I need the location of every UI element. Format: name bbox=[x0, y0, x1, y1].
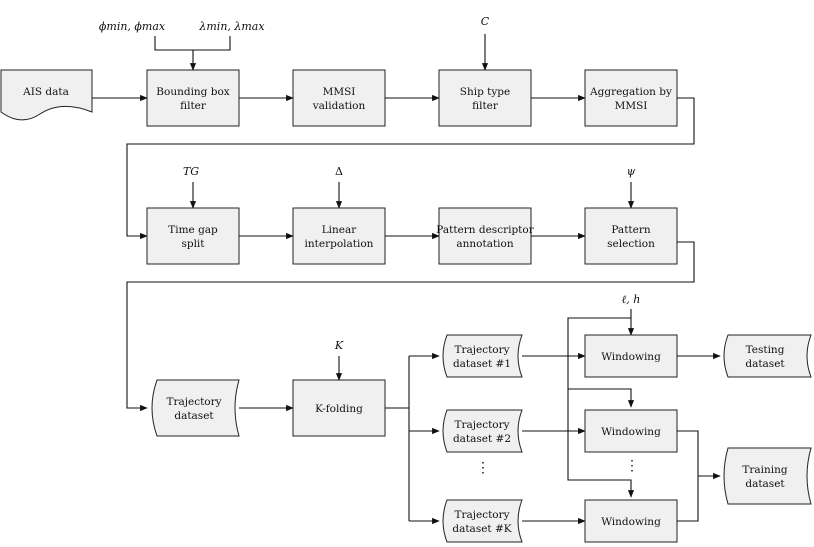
testing-dataset-label-1: Testing bbox=[746, 344, 785, 356]
ais-data-label: AIS data bbox=[22, 86, 69, 98]
time-gap-split-label-1: Time gap bbox=[168, 224, 218, 236]
windowing-1-node: Windowing bbox=[584, 334, 678, 378]
windowing-2-node: Windowing bbox=[584, 409, 678, 453]
trajectory-dataset-k-label-1: Trajectory bbox=[454, 509, 509, 521]
mmsi-validation-node: MMSI validation bbox=[292, 69, 386, 127]
time-gap-param-label: TG bbox=[183, 165, 199, 178]
windowing-k-label: Windowing bbox=[601, 516, 661, 528]
trajectory-dataset-k-label-2: dataset #K bbox=[452, 523, 511, 535]
phi-param-label: ϕmin, ϕmax bbox=[99, 20, 166, 33]
psi-param-label: ψ bbox=[627, 165, 636, 178]
bounding-box-filter-label-2: filter bbox=[180, 100, 207, 112]
window-param-bus bbox=[567, 317, 635, 498]
trajectory-dataset-k-node: Trajectory dataset #K bbox=[442, 499, 523, 543]
training-dataset-label-1: Training bbox=[742, 464, 788, 476]
pattern-selection-node: Pattern selection bbox=[584, 207, 678, 265]
window-param-label: ℓ, h bbox=[622, 293, 641, 306]
pattern-descriptor-node: Pattern descriptor annotation bbox=[436, 207, 535, 265]
datasets-ellipsis: ⋮ bbox=[476, 460, 490, 476]
linear-interpolation-label-2: interpolation bbox=[305, 238, 374, 250]
trajectory-dataset-2-node: Trajectory dataset #2 bbox=[442, 409, 523, 453]
time-gap-split-node: Time gap split bbox=[146, 207, 240, 265]
aggregation-node: Aggregation by MMSI bbox=[584, 69, 678, 127]
training-dataset-node: Training dataset bbox=[723, 447, 812, 505]
pattern-descriptor-label-2: annotation bbox=[456, 238, 513, 250]
delta-param-label: Δ bbox=[335, 165, 343, 178]
arrow-selection-trajectory bbox=[126, 241, 695, 412]
ship-type-filter-label-2: filter bbox=[472, 100, 499, 112]
lambda-param-label: λmin, λmax bbox=[198, 20, 265, 33]
bounding-box-filter-node: Bounding box filter bbox=[146, 69, 240, 127]
linear-interpolation-label-1: Linear bbox=[322, 224, 358, 236]
aggregation-label-1: Aggregation by bbox=[589, 86, 672, 98]
windowing-1-label: Windowing bbox=[601, 351, 661, 363]
training-dataset-label-2: dataset bbox=[745, 478, 785, 490]
trajectory-dataset-label-1: Trajectory bbox=[166, 396, 221, 408]
testing-dataset-node: Testing dataset bbox=[723, 334, 812, 378]
k-folding-label: K-folding bbox=[315, 403, 363, 415]
trajectory-dataset-2-label-1: Trajectory bbox=[454, 419, 509, 431]
trajectory-dataset-label-2: dataset bbox=[174, 410, 214, 422]
windowing-k-node: Windowing bbox=[584, 499, 678, 543]
testing-dataset-label-2: dataset bbox=[745, 358, 785, 370]
ship-type-filter-node: Ship type filter bbox=[438, 69, 532, 127]
ship-type-param-label: C bbox=[481, 15, 490, 28]
pattern-selection-label-1: Pattern bbox=[611, 224, 651, 236]
mmsi-validation-label-2: validation bbox=[312, 100, 366, 112]
trajectory-dataset-1-label-1: Trajectory bbox=[454, 344, 509, 356]
mmsi-validation-label-1: MMSI bbox=[323, 86, 356, 98]
pattern-selection-label-2: selection bbox=[607, 238, 655, 250]
linear-interpolation-node: Linear interpolation bbox=[292, 207, 386, 265]
ais-data-node: AIS data bbox=[0, 69, 93, 121]
ship-type-filter-label-1: Ship type bbox=[460, 86, 510, 98]
windowing-ellipsis: ⋮ bbox=[625, 458, 639, 474]
trajectory-dataset-node: Trajectory dataset bbox=[151, 379, 240, 437]
trajectory-dataset-1-node: Trajectory dataset #1 bbox=[442, 334, 523, 378]
k-folding-node: K-folding bbox=[292, 379, 386, 437]
arrow-aggregation-timegap bbox=[126, 97, 695, 240]
windowing-2-label: Windowing bbox=[601, 426, 661, 438]
bounding-box-filter-label-1: Bounding box bbox=[156, 86, 230, 98]
pattern-descriptor-label-1: Pattern descriptor bbox=[436, 224, 534, 236]
time-gap-split-label-2: split bbox=[181, 238, 205, 250]
training-merge-bus bbox=[677, 430, 699, 522]
window-param-arrow-2 bbox=[568, 388, 635, 408]
trajectory-dataset-2-label-2: dataset #2 bbox=[453, 433, 511, 445]
trajectory-dataset-1-label-2: dataset #1 bbox=[453, 358, 511, 370]
bbox-param-bracket bbox=[154, 36, 231, 51]
k-param-label: K bbox=[334, 339, 344, 352]
aggregation-label-2: MMSI bbox=[615, 100, 648, 112]
